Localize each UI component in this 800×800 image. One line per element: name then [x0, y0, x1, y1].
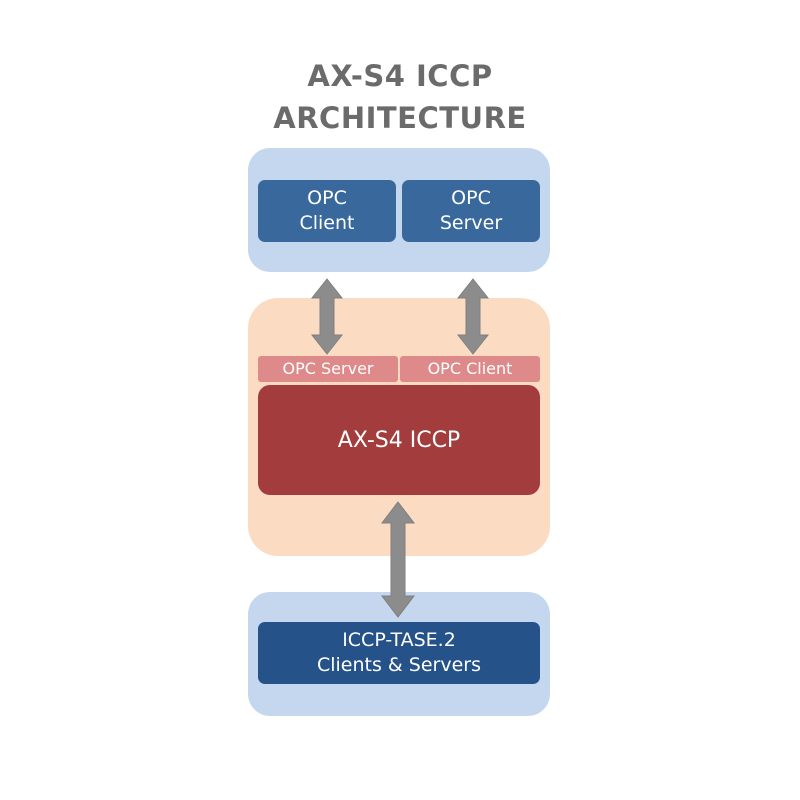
opc-client-box-line-2: Client [299, 212, 355, 234]
iccp-tase2-box-line-1: ICCP-TASE.2 [342, 629, 456, 651]
diagram-title: AX-S4 ICCP ARCHITECTURE [0, 55, 800, 139]
opc-server-box-line-1: OPC [451, 187, 491, 209]
opc-client-interface-strip: OPC Client [400, 356, 540, 382]
opc-server-interface-strip: OPC Server [258, 356, 398, 382]
opc-client-box: OPC Client [258, 180, 396, 242]
iccp-tase2-box: ICCP-TASE.2 Clients & Servers [258, 622, 540, 684]
iccp-tase2-box-line-2: Clients & Servers [316, 654, 481, 676]
diagram-title-line-2: ARCHITECTURE [273, 101, 527, 135]
opc-client-box-line-1: OPC [307, 187, 347, 209]
opc-server-box: OPC Server [402, 180, 540, 242]
diagram-title-line-1: AX-S4 ICCP [307, 59, 493, 93]
opc-server-box-line-2: Server [439, 212, 503, 234]
ax-s4-iccp-core-box: AX-S4 ICCP [258, 385, 540, 495]
